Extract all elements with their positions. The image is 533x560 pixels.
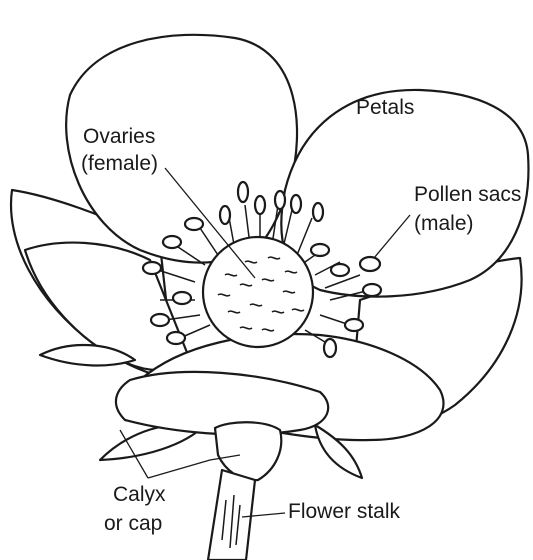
anther xyxy=(291,195,301,213)
pollen-sacs-label-line1: Pollen sacs xyxy=(414,183,521,207)
anther xyxy=(185,218,203,230)
anther xyxy=(143,262,161,274)
ovaries-center xyxy=(203,237,313,347)
pollen-sacs-label-line2: (male) xyxy=(414,212,474,236)
petals-label: Petals xyxy=(356,96,414,120)
anther xyxy=(220,206,230,224)
anther xyxy=(173,292,191,304)
flower-stalk-label: Flower stalk xyxy=(288,500,400,524)
anther xyxy=(360,257,380,271)
anther xyxy=(324,339,336,357)
ovaries-label-line1: Ovaries xyxy=(83,125,155,149)
calyx-label-line2: or cap xyxy=(104,512,162,536)
anther xyxy=(345,319,363,331)
anther xyxy=(331,264,349,276)
anther xyxy=(167,332,185,344)
anther xyxy=(363,284,381,296)
anther xyxy=(313,203,323,221)
calyx-label-line1: Calyx xyxy=(113,483,166,507)
anther xyxy=(163,236,181,248)
anther xyxy=(311,244,329,256)
anther xyxy=(151,314,169,326)
flower-stalk xyxy=(208,470,255,560)
anther xyxy=(275,191,285,209)
anther xyxy=(238,182,248,202)
anther xyxy=(255,196,265,214)
ovaries-label-line2: (female) xyxy=(81,152,158,176)
